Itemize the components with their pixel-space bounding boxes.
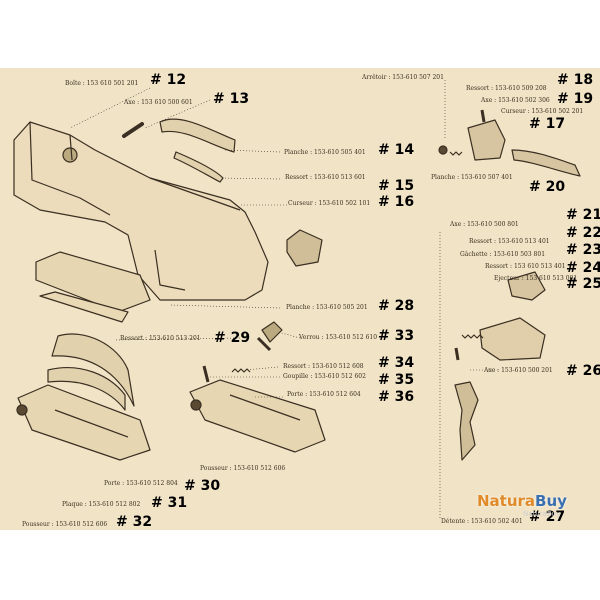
callout-30: # 30 — [184, 478, 221, 494]
magazine-right — [189, 379, 326, 453]
label-axe-26: Axe : 153-610 500 201 — [484, 367, 553, 374]
label-planche-28: Planche : 153-610 505 201 — [286, 304, 368, 311]
callout-20: # 20 — [529, 179, 566, 195]
trigger-27 — [454, 381, 479, 461]
callout-35: # 35 — [378, 372, 415, 388]
label-boite: Boîte : 153 610 501 201 — [65, 80, 139, 87]
label-ressort-15: Ressort : 153-610 513 601 — [285, 174, 366, 181]
label-porte-36: Porte : 153-610 512 604 — [287, 391, 361, 398]
label-planche-20: Planche : 153-610 507 401 — [431, 174, 513, 181]
watermark-brand-part2: Buy — [535, 492, 567, 510]
callout-18: # 18 — [557, 72, 594, 88]
lock-33 — [261, 321, 283, 343]
watermark-brand-part1: Natura — [477, 492, 536, 510]
housing-17 — [467, 119, 506, 161]
follower-28 — [35, 251, 151, 313]
callout-17: # 17 — [529, 116, 566, 132]
lever-20 — [511, 149, 581, 177]
label-porte-30: Porte : 153-610 512 804 — [104, 480, 178, 487]
callout-32: # 32 — [116, 514, 153, 530]
magazine-left — [17, 384, 151, 461]
callout-34: # 34 — [378, 355, 415, 371]
plate-14 — [173, 151, 224, 183]
spring-13 — [159, 118, 236, 153]
label-detente-27: Détente : 153-610 502 401 — [441, 518, 523, 525]
label-ressort-29: Ressort : 153-610 513 201 — [120, 335, 201, 342]
callout-27: # 27 — [529, 509, 566, 525]
callout-26: # 26 — [566, 363, 600, 379]
receiver-body — [13, 121, 269, 301]
label-axe-13: Axe : 153 610 500 601 — [124, 99, 193, 106]
leaf-spring-29 — [51, 333, 135, 407]
label-plaque-31: Plaque : 153-610 512 802 — [62, 501, 141, 508]
callout-13: # 13 — [213, 91, 250, 107]
pin-35 — [202, 365, 210, 383]
label-ressort-34: Ressort : 153-610 512 608 — [283, 363, 364, 370]
label-ressort-24: Ressort : 153 610 513 401 — [485, 263, 566, 270]
naturabuy-watermark: NaturaBuy NaturaBuy — [477, 488, 587, 528]
slide-16 — [286, 229, 323, 267]
callout-28: # 28 — [378, 298, 415, 314]
label-curseur-16: Curseur : 153-610 502 101 — [288, 200, 371, 207]
label-goupille-35: Goupille : 153-610 512 602 — [283, 373, 366, 380]
callout-19: # 19 — [557, 91, 594, 107]
label-pousseur-32: Pousseur : 153-610 512 606 — [22, 521, 108, 528]
label-planche-14: Planche : 153-610 505 401 — [284, 149, 366, 156]
watermark-logo: NaturaBuy — [477, 492, 567, 510]
callout-31: # 31 — [151, 495, 188, 511]
label-curseur-17: Curseur : 153-610 502 201 — [501, 108, 584, 115]
watermark-subtext: NaturaBuy — [523, 510, 561, 518]
callout-23: # 23 — [566, 242, 600, 258]
pin-12 — [122, 122, 144, 138]
callout-16: # 16 — [378, 194, 415, 210]
label-ressort-22: Ressort : 153-610 513 401 — [469, 238, 550, 245]
label-axe-19: Axe : 153-610 502 306 — [481, 97, 550, 104]
label-ejecteur-25: Ejecteur : 153 610 513 001 — [494, 275, 578, 282]
trigger-group — [479, 317, 546, 361]
callout-14: # 14 — [378, 142, 415, 158]
callout-15: # 15 — [378, 178, 415, 194]
label-arretoir-18: Arrêtoir : 153-610 507 201 — [362, 74, 444, 81]
callout-24: # 24 — [566, 260, 600, 276]
label-ressort-18: Ressort : 153-610 509 208 — [466, 85, 547, 92]
label-gachette-23: Gâchette : 153-610 503 801 — [460, 251, 546, 258]
spring-34 — [231, 368, 251, 373]
sear-23 — [507, 271, 546, 301]
callout-25: # 25 — [566, 276, 600, 292]
callout-29: # 29 — [214, 330, 251, 346]
callout-22: # 22 — [566, 225, 600, 241]
label-axe-21: Axe : 153-610 500 801 — [450, 221, 519, 228]
label-pousseur-mid: Pousseur : 153-610 512 606 — [200, 465, 286, 472]
callout-36: # 36 — [378, 389, 415, 405]
callout-12: # 12 — [150, 72, 187, 88]
callout-21: # 21 — [566, 207, 600, 223]
callout-33: # 33 — [378, 328, 415, 344]
label-verrou-33: Verrou : 153-610 512 610 — [299, 334, 378, 341]
